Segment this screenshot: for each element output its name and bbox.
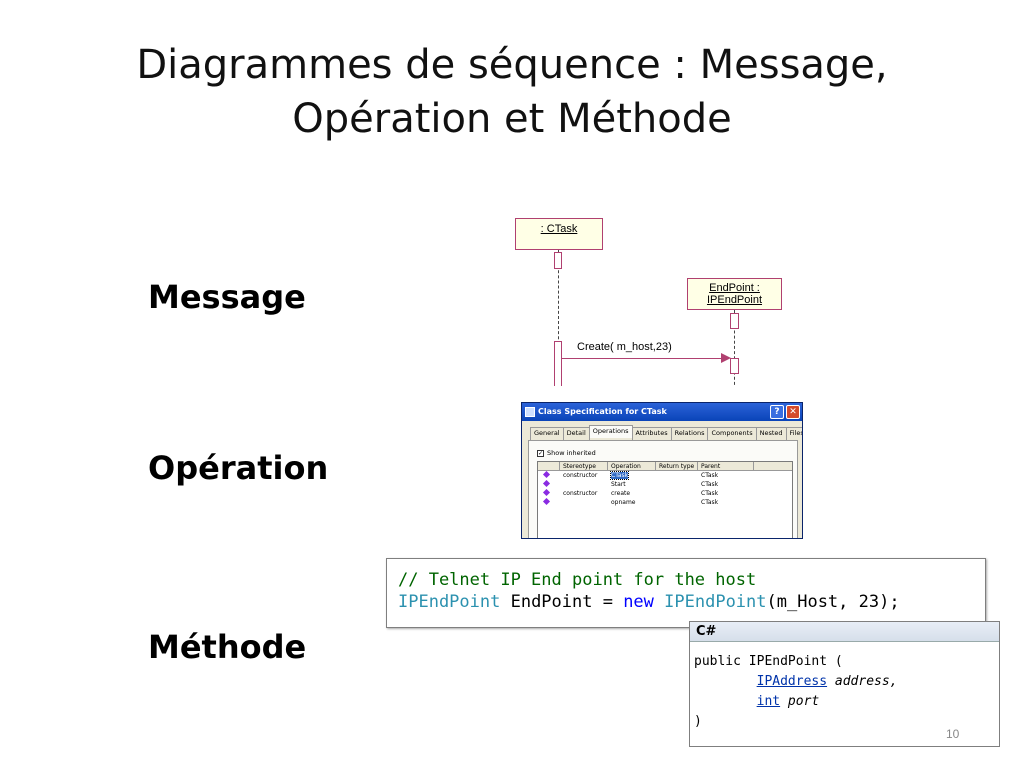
table-row[interactable]: constructor create CTask	[538, 489, 792, 498]
operations-panel: ✓ Show inherited Stereotype Operation Re…	[528, 440, 798, 538]
code-sig-close: )	[694, 714, 702, 729]
operation-icon	[542, 471, 551, 479]
cell-return-type	[656, 471, 698, 480]
table-row[interactable]: Start CTask	[538, 480, 792, 489]
lifeline-ctask-label: : CTask	[540, 223, 578, 235]
tab-operations[interactable]: Operations	[588, 425, 633, 438]
operation-icon	[542, 480, 551, 488]
code-variable: EndPoint =	[500, 592, 624, 612]
operation-icon	[542, 498, 551, 506]
code-snippet-instantiation: // Telnet IP End point for the host IPEn…	[386, 558, 986, 628]
slide-title: Diagrammes de séquence : Message, Opérat…	[0, 38, 1024, 146]
message-create-label: Create( m_host,23)	[577, 341, 672, 353]
code-language-header: C#	[690, 622, 999, 642]
dialog-tabs: General Detail Operations Attributes Rel…	[530, 425, 802, 440]
tab-general[interactable]: General	[530, 427, 564, 440]
cell-parent: CTask	[701, 499, 719, 506]
arrowhead-icon	[721, 353, 731, 363]
tab-components[interactable]: Components	[707, 427, 757, 440]
code-keyword-new: new	[623, 592, 654, 612]
cell-return-type	[656, 489, 698, 498]
cell-stereotype: constructor	[563, 490, 598, 497]
tab-files[interactable]: Files	[785, 427, 802, 440]
message-create-arrow	[562, 358, 722, 359]
cell-parent: CTask	[701, 490, 719, 497]
label-message: Message	[148, 278, 306, 316]
col-header-operation[interactable]: Operation	[608, 462, 656, 470]
checkmark-icon: ✓	[537, 449, 544, 457]
help-button[interactable]: ?	[770, 405, 784, 419]
activation-endpoint-top	[730, 313, 739, 329]
app-icon	[525, 407, 535, 417]
code-snippet-signature: C# public IPEndPoint ( IPAddress address…	[689, 621, 1000, 747]
close-button[interactable]: ✕	[786, 405, 800, 419]
col-header-parent[interactable]: Parent	[698, 462, 754, 470]
cell-return-type	[656, 480, 698, 489]
code-sig-line-1: public IPEndPoint (	[694, 654, 843, 669]
title-line-2: Opération et Méthode	[292, 96, 732, 142]
code-type-ipendpoint: IPEndPoint	[398, 592, 501, 612]
title-line-1: Diagrammes de séquence : Message,	[136, 42, 888, 88]
operation-icon	[542, 489, 551, 497]
param-port: port	[780, 694, 820, 709]
code-comment: // Telnet IP End point for the host	[398, 570, 757, 590]
tab-attributes[interactable]: Attributes	[631, 427, 672, 440]
lifeline-ctask-dash	[558, 250, 559, 386]
dialog-title-bar: Class Specification for CTask ? ✕	[522, 403, 802, 421]
show-inherited-label: Show inherited	[547, 449, 596, 457]
sequence-diagram: : CTask EndPoint : IPEndPoint Create( m_…	[505, 210, 805, 386]
table-row[interactable]: opname CTask	[538, 498, 792, 507]
cell-stereotype	[560, 498, 608, 507]
ipaddress-type-link[interactable]: IPAddress	[756, 674, 828, 689]
tab-detail[interactable]: Detail	[562, 427, 590, 440]
cell-operation: CTask	[609, 471, 630, 480]
code-signature-body: public IPEndPoint ( IPAddress address, i…	[690, 642, 999, 732]
cell-operation: opname	[611, 499, 636, 506]
cell-stereotype	[560, 480, 608, 489]
cell-stereotype: constructor	[563, 472, 598, 479]
table-row[interactable]: constructor CTask CTask	[538, 471, 792, 480]
lifeline-endpoint-dash	[734, 310, 735, 386]
int-type-link[interactable]: int	[756, 694, 781, 709]
operations-table: Stereotype Operation Return type Parent …	[537, 461, 793, 538]
tab-nested[interactable]: Nested	[755, 427, 787, 440]
cell-operation: create	[611, 490, 631, 497]
activation-endpoint-call	[730, 358, 739, 374]
lifeline-ctask: : CTask	[515, 218, 603, 250]
class-specification-dialog: Class Specification for CTask ? ✕ Genera…	[521, 402, 803, 539]
code-args: (m_Host, 23);	[766, 592, 900, 612]
col-header-return-type[interactable]: Return type	[656, 462, 698, 470]
code-type-ipendpoint-ctor: IPEndPoint	[664, 592, 767, 612]
cell-return-type	[656, 498, 698, 507]
activation-ctask-call	[554, 341, 562, 386]
param-address: address,	[827, 674, 898, 689]
tab-relations[interactable]: Relations	[670, 427, 709, 440]
activation-ctask-top	[554, 252, 562, 269]
lifeline-endpoint-label-1: EndPoint :	[709, 282, 760, 294]
lifeline-endpoint: EndPoint : IPEndPoint	[687, 278, 782, 310]
label-method: Méthode	[148, 628, 307, 666]
dialog-title: Class Specification for CTask	[538, 407, 667, 416]
col-header-icon	[538, 462, 560, 470]
cell-operation: Start	[611, 481, 626, 488]
show-inherited-checkbox[interactable]: ✓ Show inherited	[537, 449, 596, 457]
cell-parent: CTask	[701, 472, 719, 479]
label-operation: Opération	[148, 449, 329, 487]
page-number: 10	[946, 727, 960, 741]
cell-parent: CTask	[701, 481, 719, 488]
lifeline-endpoint-label-2: IPEndPoint	[706, 294, 763, 306]
table-header: Stereotype Operation Return type Parent	[538, 462, 792, 471]
col-header-stereotype[interactable]: Stereotype	[560, 462, 608, 470]
